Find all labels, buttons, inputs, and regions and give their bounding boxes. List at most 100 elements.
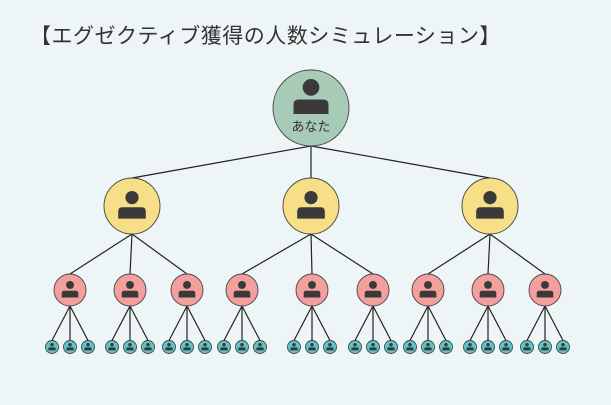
person-icon [536,281,554,298]
level-2-node-circle [170,273,204,307]
person-icon [479,281,497,298]
level-3-node [198,340,212,354]
person-icon [121,281,139,298]
person-icon [297,191,325,219]
connector-l2-l3 [311,305,331,341]
level-3-node [81,340,95,354]
level-3-node [348,340,362,354]
level-3-node [305,340,319,354]
person-icon [308,343,316,351]
person-icon [387,343,395,351]
person-icon [326,343,334,351]
person-icon [293,79,329,114]
connector-l2-l3 [51,305,71,341]
level-3-node-circle [520,340,534,354]
connector-l1-l2 [310,233,313,275]
connector-l2-l3 [69,305,89,341]
person-icon [220,343,228,351]
level-3-node-circle [556,340,570,354]
level-2-node-circle [53,273,87,307]
level-3-node-circle [287,340,301,354]
level-2-node [225,273,259,307]
person-icon [183,343,191,351]
level-2-node [295,273,329,307]
level-3-node [253,340,267,354]
connector-l2-l3 [293,305,313,341]
person-icon [165,343,173,351]
person-icon [523,343,531,351]
level-1-node-circle [103,177,161,235]
level-3-node-circle [63,340,77,354]
level-2-node [113,273,147,307]
person-icon [466,343,474,351]
level-3-node-circle [141,340,155,354]
level-1-node-circle [282,177,340,235]
person-icon [126,343,134,351]
level-3-node-circle [463,340,477,354]
level-3-node [556,340,570,354]
connector-l2-l3 [223,305,243,341]
level-3-node-circle [81,340,95,354]
level-3-node-circle [348,340,362,354]
connector-l2-l3 [469,305,489,341]
level-2-node [471,273,505,307]
level-3-node [217,340,231,354]
level-3-node [45,340,59,354]
connector-l1-l2 [487,233,491,275]
level-2-node [53,273,87,307]
level-3-node-circle [123,340,137,354]
connector-l2-l3 [372,305,392,341]
person-icon [502,343,510,351]
level-3-node [403,340,417,354]
level-3-node-circle [403,340,417,354]
level-3-node [384,340,398,354]
person-icon [66,343,74,351]
connector-l2-l3 [427,305,447,341]
connector-root-l1 [131,145,312,179]
level-3-node-circle [384,340,398,354]
level-3-node [323,340,337,354]
level-3-node-circle [162,340,176,354]
connector-l1-l2 [69,233,133,275]
level-3-node [141,340,155,354]
person-icon [61,281,79,298]
person-icon [442,343,450,351]
person-icon [364,281,382,298]
connector-l2-l3 [526,305,546,341]
level-3-node-circle [421,340,435,354]
level-2-node-circle [113,273,147,307]
level-1-node [461,177,519,235]
person-icon [84,343,92,351]
connector-l1-l2 [427,233,491,275]
level-2-node [170,273,204,307]
connector-l1-l2 [310,233,374,275]
level-3-node [538,340,552,354]
person-icon [256,343,264,351]
level-3-node [481,340,495,354]
connector-l1-l2 [241,233,312,275]
level-3-node [520,340,534,354]
level-2-node-circle [356,273,390,307]
level-2-node-circle [225,273,259,307]
level-3-node [463,340,477,354]
person-icon [476,191,504,219]
level-2-node [528,273,562,307]
level-3-node [499,340,513,354]
level-3-node-circle [366,340,380,354]
connector-l2-l3 [487,305,507,341]
level-3-node-circle [105,340,119,354]
level-2-node-circle [295,273,329,307]
person-icon [238,343,246,351]
level-3-node-circle [499,340,513,354]
connector-l2-l3 [129,305,149,341]
level-3-node [287,340,301,354]
person-icon [290,343,298,351]
root-node-label: あなた [291,120,330,135]
level-2-node-circle [528,273,562,307]
level-3-node-circle [180,340,194,354]
level-1-node-circle [461,177,519,235]
level-3-node [123,340,137,354]
connector-l2-l3 [544,305,564,341]
level-2-node [411,273,445,307]
